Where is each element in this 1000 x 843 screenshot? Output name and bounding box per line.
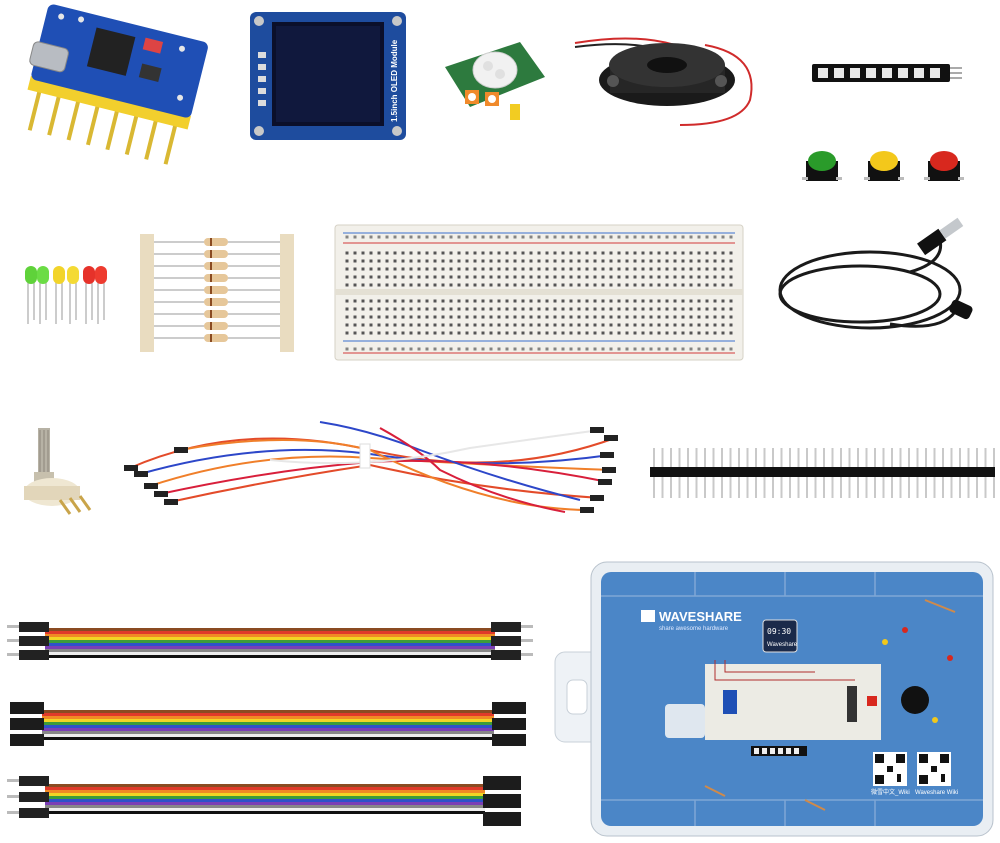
red-push-button [924,145,964,185]
buzzer [574,25,760,135]
breadboard [334,224,744,361]
case-slogan: share awesome hardware [659,626,729,632]
case-oled-time: 09:30 [767,627,791,636]
rgb-led-strip [812,58,962,86]
green-push-button [802,145,842,185]
ribbon-jumper-cable-male-male [5,618,533,670]
ribbon-jumper-cable-male-female [5,772,525,830]
pir-motion-sensor [440,32,550,122]
esp32-dev-board [22,2,212,170]
case-qr-left-label: 微雪中文_Wiki [871,788,910,796]
storage-case: WAVESHARE share awesome hardware 09:30 W… [554,560,995,840]
oled-module: 1.5inch OLED Module [250,12,406,140]
yellow-push-button [864,145,904,185]
oled-module-label: 1.5inch OLED Module [390,39,399,122]
case-brand-logo-text: WAVESHARE [659,609,742,624]
usb-type-c-cable [770,217,982,350]
case-oled-brand: Waveshare [767,642,798,648]
pin-header [650,448,995,498]
ribbon-jumper-cable-female-female [8,698,528,752]
case-qr-right-label: Waveshare Wiki [915,790,958,796]
led-set [18,262,108,330]
potentiometer [22,428,94,518]
resistor-strip [138,232,298,354]
jumper-wires-bundle [120,410,625,522]
